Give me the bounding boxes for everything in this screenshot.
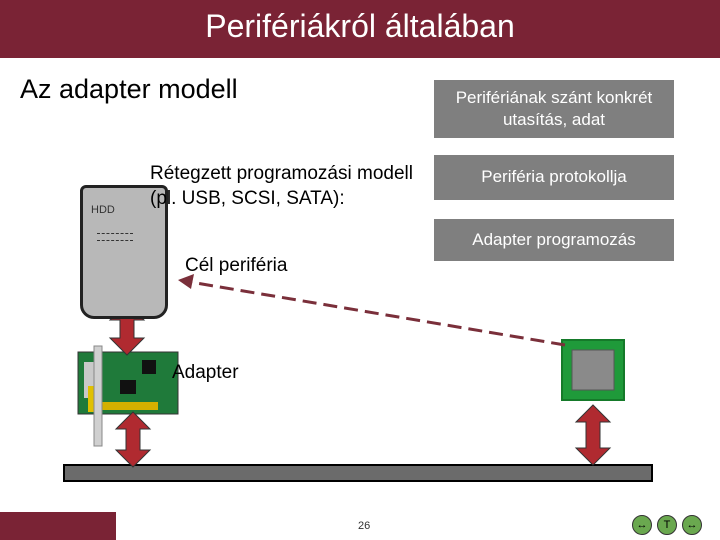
nav-icon-2[interactable]: T xyxy=(657,515,677,535)
hdd-label: HDD xyxy=(91,204,115,216)
protocol-dashed-arrow xyxy=(189,280,566,347)
layered-model-label: Rétegzett programozási modell (pl. USB, … xyxy=(150,163,413,209)
slide-footer xyxy=(0,510,720,540)
target-peripheral-label: Cél periféria xyxy=(185,255,288,276)
adapter-programming-box: Adapter programozás xyxy=(434,219,674,261)
page-number: 26 xyxy=(358,520,371,532)
adapter-label: Adapter xyxy=(172,362,239,383)
data-box-label: Perifériának szánt konkrét utasítás, ada… xyxy=(455,87,653,129)
protocol-box-label: Periféria protokollja xyxy=(481,167,627,187)
nav-icon-3[interactable]: ↔ xyxy=(682,515,702,535)
data-box: Perifériának szánt konkrét utasítás, ada… xyxy=(434,80,674,138)
bus-bar xyxy=(63,464,653,482)
adapter-programming-label: Adapter programozás xyxy=(472,229,636,249)
adapter-card-icon xyxy=(77,345,179,447)
university-logo xyxy=(0,512,116,540)
chip-icon xyxy=(561,339,625,401)
nav-icons: ↔ T ↔ xyxy=(632,515,702,535)
hdd-lines xyxy=(97,233,133,241)
chip-bus-arrow xyxy=(574,404,612,466)
adapter-bus-arrow xyxy=(114,411,152,468)
nav-icon-1[interactable]: ↔ xyxy=(632,515,652,535)
slide-title: Perifériákról általában xyxy=(205,8,515,44)
protocol-box: Periféria protokollja xyxy=(434,155,674,200)
slide-subtitle: Az adapter modell xyxy=(20,74,238,104)
slide-header: Perifériákról általában xyxy=(0,0,720,58)
hdd-icon: HDD xyxy=(80,185,168,319)
dashed-arrow-head xyxy=(178,274,194,289)
